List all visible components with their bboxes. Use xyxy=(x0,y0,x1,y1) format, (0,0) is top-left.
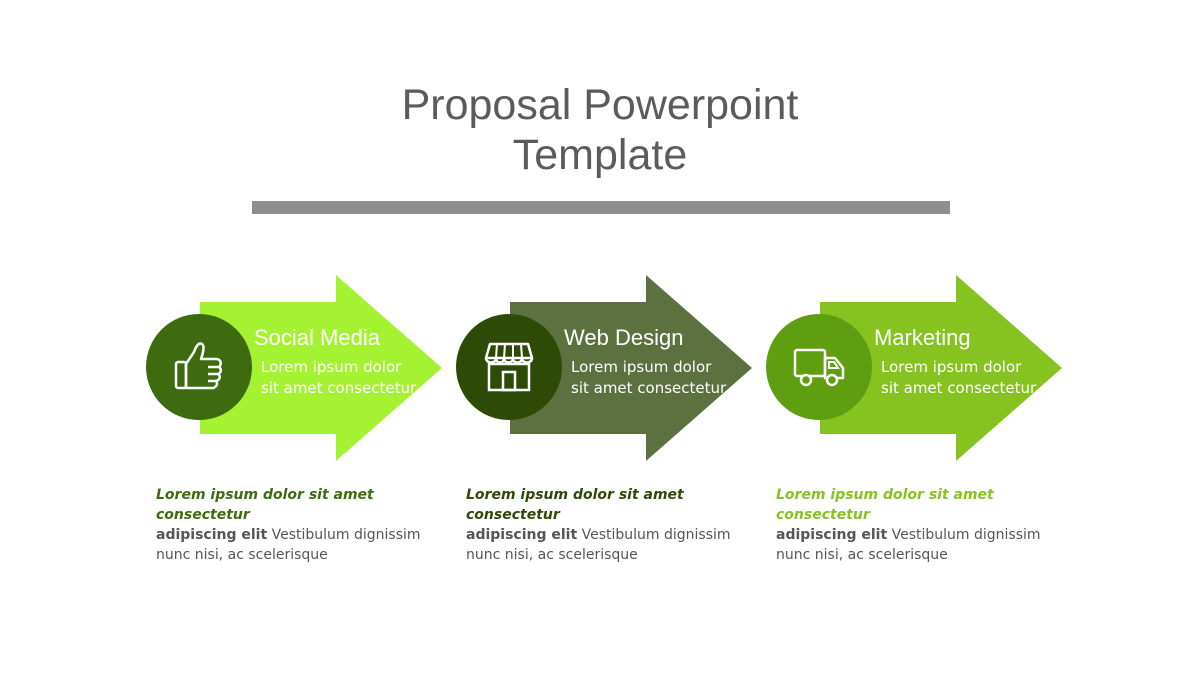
description-lead: Lorem ipsum dolor sit amet consectetur xyxy=(156,487,374,523)
step-description-web-design: Lorem ipsum dolor sit amet consectetur a… xyxy=(466,485,766,565)
step-title: Marketing xyxy=(874,325,971,350)
description-bold: adipiscing elit xyxy=(776,527,888,543)
description-rest: Vestibulum dignissim nunc nisi, ac scele… xyxy=(156,527,421,563)
step-web-design: Web Design Lorem ipsum dolor sit amet co… xyxy=(456,275,756,461)
step-text: Lorem ipsum dolor sit amet consectetur xyxy=(571,358,727,397)
step-text: Lorem ipsum dolor sit amet consectetur xyxy=(261,358,417,397)
step-title: Social Media xyxy=(254,325,380,350)
step-arrow xyxy=(820,275,1062,461)
arrow-shape xyxy=(200,275,442,461)
step-title: Web Design xyxy=(564,325,684,350)
icon-circle xyxy=(766,314,872,420)
step-arrow xyxy=(510,275,752,461)
description-rest: Vestibulum dignissim nunc nisi, ac scele… xyxy=(466,527,731,563)
step-text: Lorem ipsum dolor sit amet consectetur xyxy=(881,358,1037,397)
description-bold: adipiscing elit xyxy=(156,527,268,543)
storefront-icon xyxy=(484,342,534,392)
step-marketing: Marketing Lorem ipsum dolor sit amet con… xyxy=(766,275,1066,461)
step-description-social-media: Lorem ipsum dolor sit amet consectetur a… xyxy=(156,485,456,565)
slide-title-line-1: Proposal Powerpoint xyxy=(401,81,799,129)
step-social-media: Social Media Lorem ipsum dolor sit amet … xyxy=(146,275,446,461)
slide-title: Proposal Powerpoint Template xyxy=(0,80,1200,180)
step-description-marketing: Lorem ipsum dolor sit amet consectetur a… xyxy=(776,485,1076,565)
slide-title-line-2: Template xyxy=(512,131,688,179)
delivery-truck-icon xyxy=(793,348,845,387)
title-divider xyxy=(252,201,950,214)
thumbs-up-icon xyxy=(174,342,223,390)
arrow-shape xyxy=(820,275,1062,461)
step-arrow xyxy=(200,275,442,461)
description-bold: adipiscing elit xyxy=(466,527,578,543)
icon-circle xyxy=(146,314,252,420)
icon-circle xyxy=(456,314,562,420)
arrow-shape xyxy=(510,275,752,461)
description-rest: Vestibulum dignissim nunc nisi, ac scele… xyxy=(776,527,1041,563)
description-lead: Lorem ipsum dolor sit amet consectetur xyxy=(466,487,684,523)
description-lead: Lorem ipsum dolor sit amet consectetur xyxy=(776,487,994,523)
